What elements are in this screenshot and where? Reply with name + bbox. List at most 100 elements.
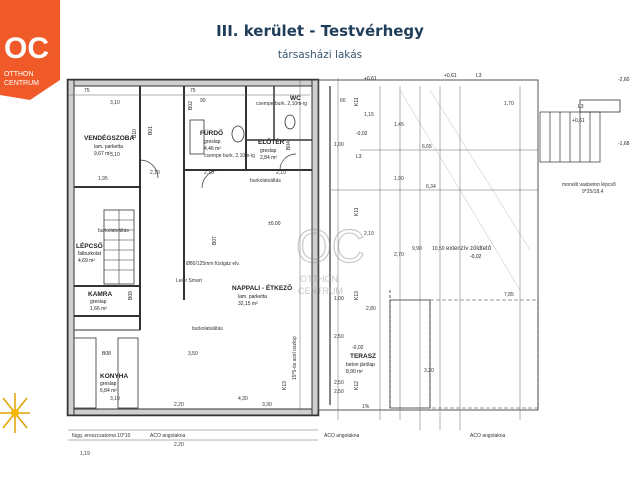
room-area: 1,66 m² (90, 306, 107, 312)
room-floor: lam. parketta (94, 144, 123, 150)
window-code: K11 (354, 97, 360, 106)
dim-label: 10,50 (432, 246, 445, 252)
otthon-centrum-watermark: OC OTTHON CENTRUM (290, 200, 380, 320)
dim-label: 7,85 (504, 292, 514, 298)
door-code: B10 (132, 129, 138, 138)
svg-text:OTTHON: OTTHON (4, 71, 34, 78)
sun-icon (0, 388, 40, 438)
svg-text:OC: OC (296, 220, 365, 272)
wc-tile-note: csempe burk. 2,10m-ig (256, 101, 307, 107)
window-code: K12 (354, 381, 360, 390)
room-area: 4,46 m² (204, 146, 221, 152)
dim-label: 1,90 (394, 176, 404, 182)
dim-label: 2,10 (276, 170, 286, 176)
stair-dim-note: 9*25/18,4 (582, 189, 604, 195)
door-code: B07 (212, 236, 218, 245)
level-marker: -0,02 (470, 254, 482, 260)
room-area: 2,84 m² (260, 155, 277, 161)
window-code: K13 (354, 291, 360, 300)
room-floor: falburkolat (78, 251, 102, 257)
aco-note: ACO angolakna (470, 433, 506, 439)
room-name: LÉPCSŐ (76, 241, 103, 250)
dim-label: 2,70 (394, 252, 404, 258)
dim-label: 6,34 (426, 184, 436, 190)
room-name: VENDÉGSZOBA (84, 133, 135, 142)
room-name: TERASZ (350, 353, 376, 360)
level-marker: ±0.00 (268, 221, 281, 227)
door-code: B09 (128, 291, 134, 300)
level-marker: L3 (356, 154, 362, 160)
room-name: FÜRDŐ (200, 128, 223, 137)
tile-change-note: burkolatváltás (250, 178, 281, 184)
window-code: K13 (282, 381, 288, 390)
dim-label: 3,30 (262, 402, 272, 408)
room-area: 6,84 m² (100, 388, 117, 394)
svg-text:OC: OC (4, 32, 49, 65)
room-floor: lam. parketta (238, 294, 267, 300)
level-marker: L3 (578, 104, 584, 110)
room-name: NAPPALI - ÉTKEZŐ (232, 283, 292, 292)
dim-label: 9,90 (412, 246, 422, 252)
dim-label: 3,10 (110, 152, 120, 158)
dim-label: 2,50 (334, 334, 344, 340)
dim-label: 1,00 (334, 142, 344, 148)
room-area: 32,15 m² (238, 301, 258, 307)
level-marker: L3 (476, 73, 482, 79)
dim-label: 2,10 (150, 170, 160, 176)
door-code: B08 (102, 351, 111, 357)
room-floor: greslap (90, 299, 107, 305)
room-area: 9,67 m² (94, 151, 111, 157)
dim-label: 1% (362, 404, 370, 410)
page-subtitle: társasházi lakás (277, 49, 363, 61)
otthon-centrum-logo: OC OTTHON CENTRUM (0, 0, 60, 100)
level-marker: -1,68 (618, 141, 630, 147)
room-name: KONYHA (100, 373, 128, 380)
level-marker: +0,61 (364, 76, 377, 82)
level-marker: +0,61 (572, 118, 585, 124)
dim-label: 2,20 (174, 402, 184, 408)
dim-label: 2,10 (204, 170, 214, 176)
dim-label: 6,65 (422, 144, 432, 150)
room-floor: greslap (260, 148, 277, 154)
door-code: B01 (148, 126, 154, 135)
room-floor: greslap (204, 139, 221, 145)
level-marker: +0,61 (444, 73, 457, 79)
room-floor: greslap (100, 381, 117, 387)
dim-label: 75 (84, 88, 90, 94)
dim-label: 90 (200, 98, 206, 104)
level-marker: -2,60 (618, 77, 630, 83)
dim-label: 1,19 (80, 451, 90, 457)
dim-label: 2,50 (334, 380, 344, 386)
aco-note: ACO angolakna (324, 433, 360, 439)
door-code: B02 (188, 101, 194, 110)
aco-note: ACO angolakna (150, 433, 186, 439)
room-name: ELŐTÉR (258, 137, 285, 146)
bath-tile-note: csempe burk. 2,10m-ig (204, 153, 255, 159)
dim-label: 1,45 (394, 122, 404, 128)
boiler-note: Leier Smart (176, 278, 202, 284)
dim-label: 1,70 (504, 101, 514, 107)
room-name: KAMRA (88, 291, 112, 298)
dim-label: 60 (340, 98, 346, 104)
dim-label: 4,30 (238, 396, 248, 402)
door-code: B04 (286, 141, 292, 150)
dim-label: 1,15 (364, 112, 374, 118)
room-name: WC (290, 95, 301, 102)
flue-note: Ø80/125mm füstgáz elv. (186, 261, 240, 267)
tile-change-note: burkolatváltás (98, 228, 129, 234)
svg-text:CENTRUM: CENTRUM (298, 286, 343, 296)
dim-label: 2,80 (366, 306, 376, 312)
column-note: 15*5-ös acél oszlop (292, 336, 298, 380)
room-area: 8,90 m² (346, 369, 363, 375)
dim-label: 1,95 (98, 176, 108, 182)
dim-label: 3,10 (110, 100, 120, 106)
garden-note: extenzív zöldtető (446, 246, 492, 252)
room-floor: beton járólap (346, 362, 375, 368)
dim-label: 3,50 (188, 351, 198, 357)
tile-change-note: burkolatváltás (192, 326, 223, 332)
stair-note: monolit vasbeton lépcső (562, 182, 616, 188)
svg-text:OTTHON: OTTHON (300, 274, 338, 284)
dim-label: 2,20 (174, 442, 184, 448)
dim-label: 2,50 (334, 389, 344, 395)
